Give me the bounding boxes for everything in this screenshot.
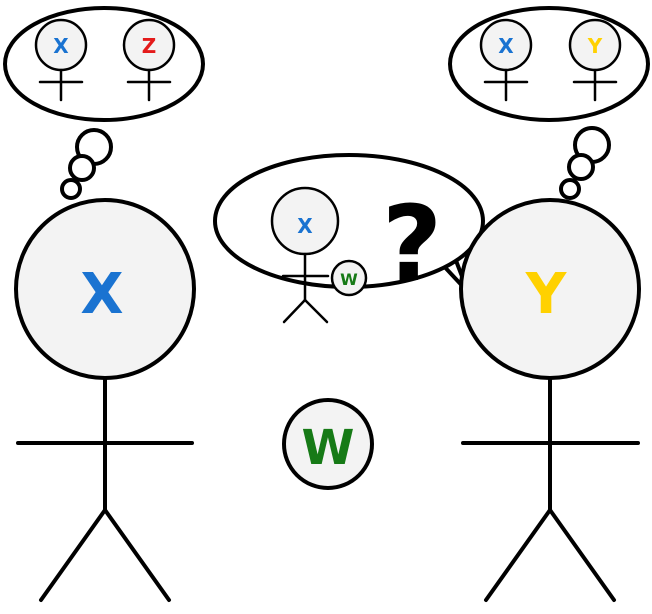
right-figure-left-leg bbox=[484, 508, 552, 602]
right-figure bbox=[459, 198, 641, 602]
right-thought-figure-y bbox=[568, 18, 622, 102]
right-figure-right-leg bbox=[548, 508, 616, 602]
speech-figure-x bbox=[270, 186, 340, 324]
left-figure bbox=[14, 198, 196, 602]
left-thought-figure-b-label: Z bbox=[142, 34, 157, 58]
right-thought-dot-small bbox=[559, 178, 581, 200]
right-thought-dot-medium bbox=[567, 153, 595, 181]
speech-figure-label: X bbox=[297, 214, 313, 238]
left-thought-figure-x bbox=[34, 18, 88, 102]
left-thought-dot-small bbox=[60, 178, 82, 200]
ball-w-label: W bbox=[302, 420, 355, 476]
left-thought-figure-z bbox=[122, 18, 176, 102]
left-figure-left-leg bbox=[39, 508, 107, 602]
left-thought-dot-medium bbox=[68, 154, 96, 182]
speech-bubble bbox=[213, 153, 485, 324]
right-thought-cloud bbox=[448, 6, 650, 122]
right-thought-bubble bbox=[448, 6, 650, 200]
left-thought-cloud bbox=[3, 6, 205, 122]
left-figure-label: X bbox=[80, 262, 123, 327]
right-thought-figure-b-label: Y bbox=[587, 34, 603, 58]
right-thought-figure-a-label: X bbox=[498, 34, 514, 58]
ball-w bbox=[282, 398, 374, 490]
speech-held-ball bbox=[330, 259, 368, 297]
left-thought-figure-a-label: X bbox=[53, 34, 69, 58]
question-mark: ? bbox=[382, 183, 442, 305]
left-thought-bubble bbox=[3, 6, 205, 200]
right-figure-label: Y bbox=[525, 262, 568, 327]
left-figure-right-leg bbox=[103, 508, 171, 602]
speech-held-ball-label: W bbox=[340, 270, 358, 289]
right-thought-figure-x bbox=[479, 18, 533, 102]
